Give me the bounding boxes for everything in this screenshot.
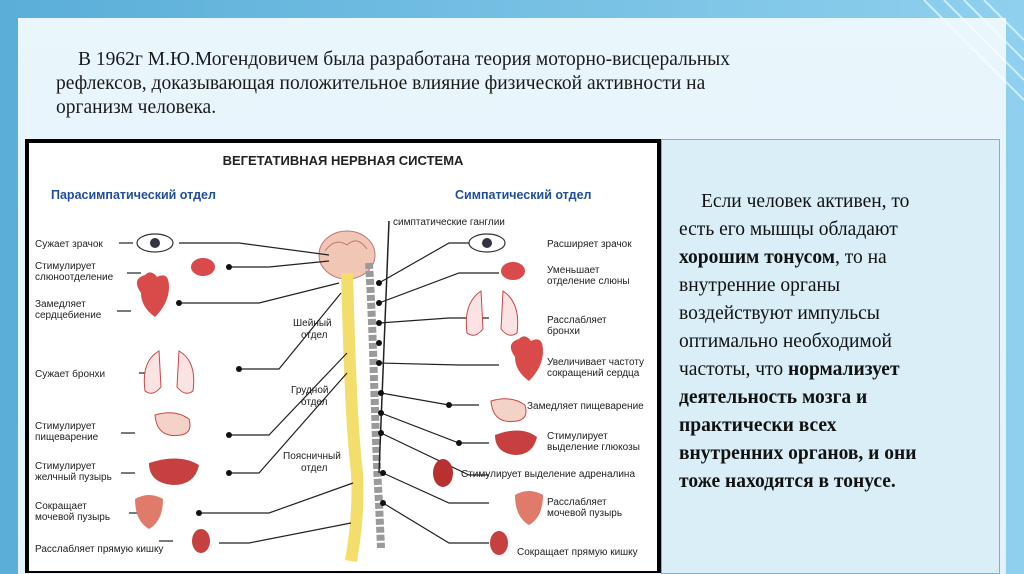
label-saliva: отделение слюны: [547, 276, 630, 287]
bladder-icon-right: [515, 491, 543, 525]
explanation-text: Если человек активен, то есть его мышцы …: [679, 188, 997, 496]
sympathetic-header: Симпатический отдел: [455, 188, 592, 202]
box-bold-good-tone: хорошим тонусом: [679, 247, 835, 268]
box-line-11: тоже находятся в тонусе.: [679, 471, 896, 492]
label-stimulates-3: Стимулирует: [35, 461, 96, 472]
label-salivation: слюноотделение: [35, 272, 114, 283]
heading-line-2: рефлексов, доказывающая положительное вл…: [56, 73, 706, 94]
label-stimulates: Стимулирует: [35, 261, 96, 272]
spine-label-thoracic-2: отдел: [301, 397, 328, 408]
box-line-4: внутренние органы: [679, 275, 841, 296]
box-line-8: деятельность мозга и: [679, 387, 868, 408]
diagram-frame: ВЕГЕТАТИВНАЯ НЕРВНАЯ СИСТЕМА Парасимпати…: [25, 139, 661, 573]
label-gallbladder: желчный пузырь: [35, 472, 112, 483]
pupil-icon-right: [482, 238, 492, 248]
heart-icon-right: [510, 336, 543, 381]
label-relaxes-right: Расслабляет: [547, 496, 607, 508]
label-stimulates-2: Стимулирует: [35, 421, 96, 432]
right-nerve-lines: [378, 242, 499, 544]
label-stimulates-right: Стимулирует: [547, 431, 608, 442]
box-line-7: частоты, что нормализует: [679, 356, 997, 384]
label-bladder-right: мочевой пузырь: [547, 508, 622, 519]
label-constricts-bronchi: Сужает бронхи: [35, 368, 105, 380]
box-line-3: хорошим тонусом, то на: [679, 244, 997, 272]
label-adrenaline: Стимулирует выделение адреналина: [461, 469, 635, 480]
box-line-7-pre: частоты, что: [679, 359, 788, 380]
label-heart-contractions: сокращений сердца: [547, 368, 640, 379]
box-bold-normalizes: нормализует: [787, 359, 900, 380]
left-organs: [135, 233, 215, 553]
adrenal-kidney-icon: [433, 459, 453, 487]
spine-label-cervical-2: отдел: [301, 330, 328, 341]
brain-fold: [324, 240, 368, 252]
label-glucose: выделение глюкозы: [547, 442, 640, 453]
label-bladder: мочевой пузырь: [35, 512, 110, 523]
bladder-icon: [135, 495, 163, 529]
pupil-icon: [150, 238, 160, 248]
lungs-icon-right: [465, 290, 519, 336]
label-contracts: Сокращает: [35, 501, 87, 512]
spine-label-lumbar: Поясничный: [283, 451, 341, 462]
box-line-6: оптимально необходимой: [679, 331, 892, 352]
left-nerve-lines: [179, 242, 354, 544]
parasympathetic-header: Парасимпатический отдел: [51, 188, 216, 202]
right-organs: [433, 233, 543, 555]
box-line-9: практически всех: [679, 415, 837, 436]
label-heartbeat: сердцебиение: [35, 309, 102, 321]
ganglia-label: симптатические ганглии: [393, 217, 505, 228]
label-slows: Замедляет: [35, 299, 86, 310]
label-bronchi: бронхи: [547, 325, 580, 337]
spine-label-lumbar-2: отдел: [301, 463, 328, 474]
stomach-icon-right: [490, 398, 527, 423]
box-line-2: есть его мышцы обладают: [679, 219, 898, 240]
spine-label-cervical: Шейный: [293, 318, 332, 329]
stomach-icon: [154, 412, 191, 437]
salivary-gland-icon: [191, 258, 215, 276]
explanation-box: Если человек активен, то есть его мышцы …: [661, 139, 1000, 574]
box-line-3-rest: , то на: [834, 247, 887, 268]
box-line-1: Если человек активен, то: [701, 191, 910, 212]
liver-icon-right: [495, 430, 537, 455]
label-increases-rate: Увеличивает частоту: [547, 357, 644, 368]
lungs-icon: [143, 350, 195, 394]
label-digestion: пищеварение: [35, 432, 99, 443]
label-relaxes-rectum: Расслабляет прямую кишку: [35, 543, 163, 555]
label-dilates-pupil: Расширяет зрачок: [547, 239, 632, 250]
liver-icon: [149, 458, 199, 485]
nervous-system-diagram: ВЕГЕТАТИВНАЯ НЕРВНАЯ СИСТЕМА Парасимпати…: [29, 143, 657, 571]
heading-line-3: организм человека.: [56, 97, 217, 118]
slide-heading: В 1962г М.Ю.Могендовичем была разработан…: [56, 48, 956, 120]
ganglion-dots: [176, 264, 462, 516]
corner-decoration: [923, 0, 1024, 101]
diagram-title: ВЕГЕТАТИВНАЯ НЕРВНАЯ СИСТЕМА: [223, 153, 464, 168]
salivary-gland-icon-right: [501, 262, 525, 280]
heading-line-1: В 1962г М.Ю.Могендовичем была разработан…: [78, 49, 731, 70]
box-line-10: внутренних органов, и они: [679, 443, 917, 464]
label-reduces: Уменьшает: [547, 265, 600, 276]
spine-label-thoracic: Грудной: [291, 385, 328, 396]
rectum-icon-right: [490, 531, 508, 555]
label-constricts-pupil: Сужает зрачок: [35, 239, 103, 250]
label-contracts-rectum: Сокращает прямую кишку: [517, 547, 638, 558]
heart-icon: [136, 272, 169, 317]
box-line-5: воздействуют импульсы: [679, 303, 880, 324]
spinal-cord: [341, 272, 364, 562]
sympathetic-chain: [365, 262, 385, 549]
label-slows-digestion: Замедляет пищеварение: [527, 401, 644, 412]
rectum-icon: [192, 529, 210, 553]
label-relaxes: Расслабляет: [547, 314, 607, 326]
diagram-svg: ВЕГЕТАТИВНАЯ НЕРВНАЯ СИСТЕМА Парасимпати…: [35, 153, 644, 562]
